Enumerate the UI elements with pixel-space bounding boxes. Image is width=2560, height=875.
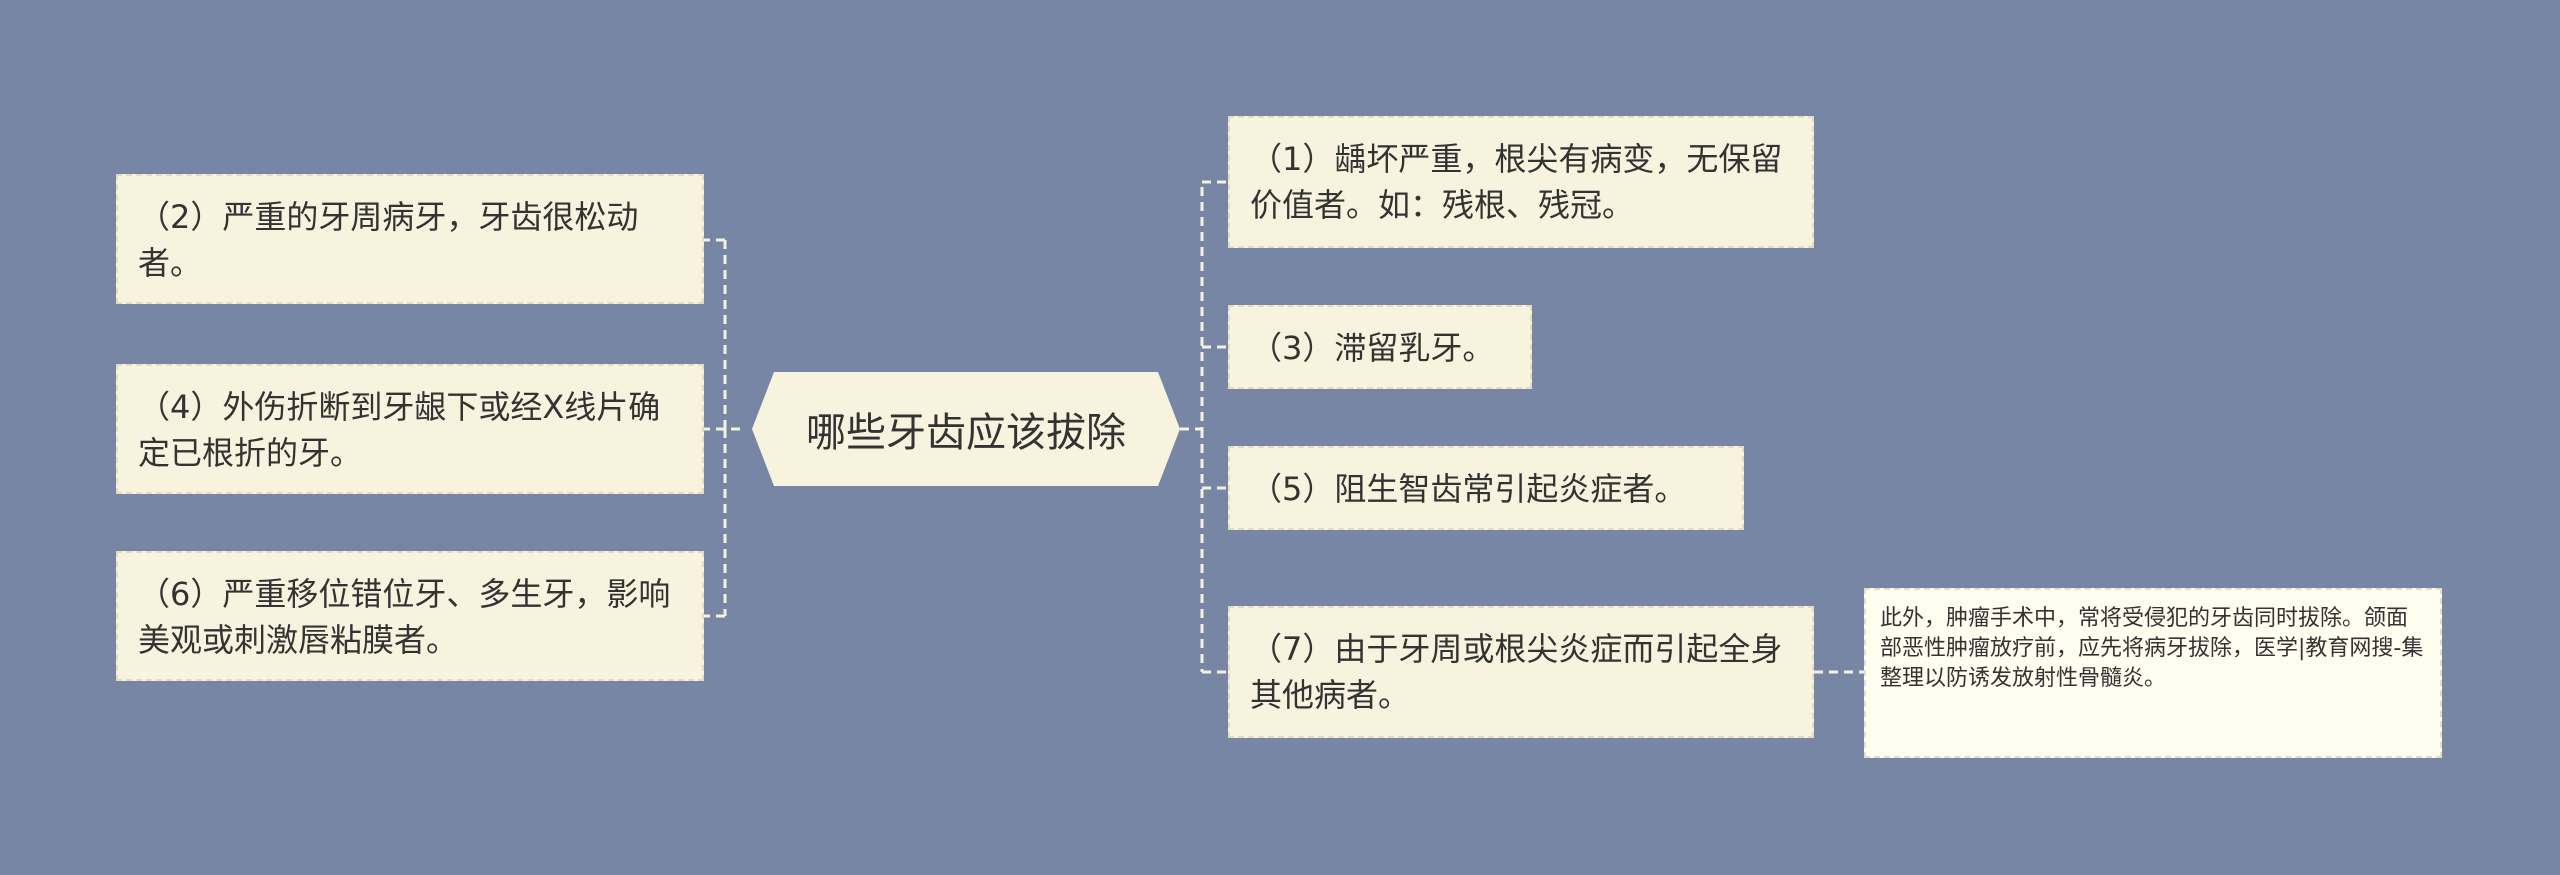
- branch-node-2[interactable]: （2）严重的牙周病牙，牙齿很松动者。: [116, 174, 704, 304]
- branch-label-6: （6）严重移位错位牙、多生牙，影响美观或刺激唇粘膜者。: [138, 575, 671, 659]
- branch-label-5: （5）阻生智齿常引起炎症者。: [1250, 470, 1687, 508]
- branch-label-3: （3）滞留乳牙。: [1250, 329, 1495, 367]
- branch-label-7: （7）由于牙周或根尖炎症而引起全身其他病者。: [1250, 630, 1783, 714]
- central-topic[interactable]: 哪些牙齿应该拔除: [752, 372, 1180, 486]
- note-text: 此外，肿瘤手术中，常将受侵犯的牙齿同时拔除。颌面部恶性肿瘤放疗前，应先将病牙拔除…: [1880, 606, 2424, 691]
- branch-node-1[interactable]: （1）龋坏严重，根尖有病变，无保留价值者。如：残根、残冠。: [1228, 116, 1814, 248]
- branch-label-1: （1）龋坏严重，根尖有病变，无保留价值者。如：残根、残冠。: [1250, 140, 1783, 224]
- branch-node-6[interactable]: （6）严重移位错位牙、多生牙，影响美观或刺激唇粘膜者。: [116, 551, 704, 681]
- branch-node-3[interactable]: （3）滞留乳牙。: [1228, 305, 1532, 389]
- branch-label-2: （2）严重的牙周病牙，牙齿很松动者。: [138, 198, 639, 282]
- central-topic-shape: [752, 372, 1180, 486]
- branch-label-4: （4）外伤折断到牙龈下或经X线片确定已根折的牙。: [138, 388, 661, 472]
- right-connector-trunk: [1180, 182, 1204, 672]
- branch-node-5[interactable]: （5）阻生智齿常引起炎症者。: [1228, 446, 1744, 530]
- branch-node-4[interactable]: （4）外伤折断到牙龈下或经X线片确定已根折的牙。: [116, 364, 704, 494]
- central-topic-label: 哪些牙齿应该拔除: [806, 410, 1126, 456]
- branch-node-7[interactable]: （7）由于牙周或根尖炎症而引起全身其他病者。: [1228, 606, 1814, 738]
- note-node[interactable]: 此外，肿瘤手术中，常将受侵犯的牙齿同时拔除。颌面部恶性肿瘤放疗前，应先将病牙拔除…: [1864, 588, 2442, 758]
- left-connector-trunk: [723, 240, 740, 616]
